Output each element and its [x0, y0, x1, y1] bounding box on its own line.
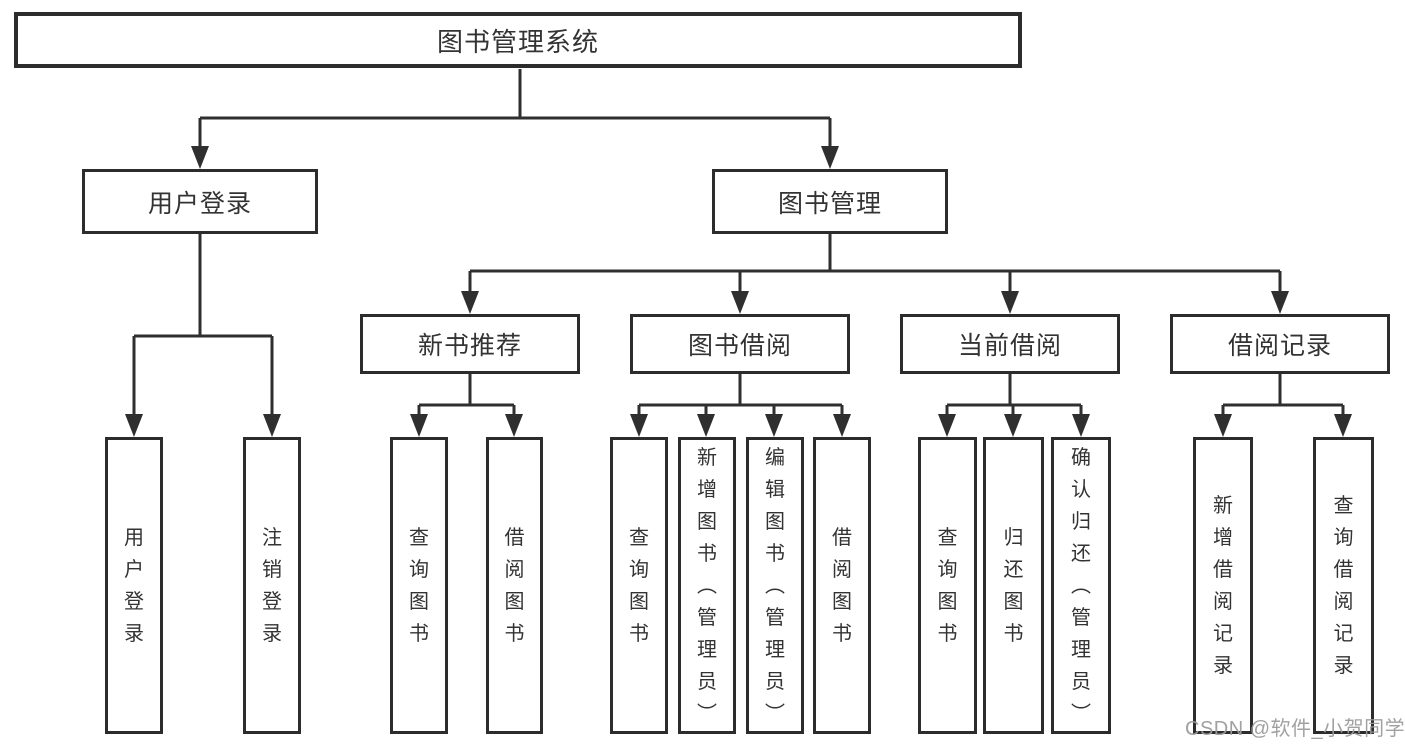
connector-book-borrow-branch: [630, 373, 851, 437]
arrowhead: [938, 414, 956, 437]
node-book-borrow: 图书借阅: [630, 314, 850, 374]
leaf-query-borrow-record: 查询借阅记录: [1313, 437, 1374, 734]
leaf-borrow-books-1: 借阅图书: [486, 437, 543, 734]
node-label: 注销登录: [262, 526, 282, 645]
arrowhead: [1072, 414, 1090, 437]
arrowhead: [1334, 414, 1352, 437]
leaf-query-books-1: 查询图书: [390, 437, 448, 734]
node-label: 归还图书: [1003, 526, 1024, 645]
node-label: 借阅图书: [832, 526, 852, 645]
arrowhead: [505, 414, 523, 437]
arrowhead: [821, 146, 839, 169]
node-label: 新书推荐: [417, 332, 522, 360]
node-label: 查询图书: [629, 526, 649, 645]
node-label: 查询借阅记录: [1333, 494, 1354, 677]
connector-root-to-level2: [191, 69, 839, 169]
arrowhead: [263, 414, 281, 437]
connector-user-login-branch: [125, 234, 281, 437]
leaf-user-login: 用户登录: [105, 437, 163, 734]
node-label: 借阅图书: [504, 526, 525, 645]
node-label: 借阅记录: [1227, 332, 1332, 360]
node-label: 当前借阅: [957, 332, 1062, 360]
arrowhead: [461, 291, 479, 314]
leaf-borrow-books-2: 借阅图书: [813, 437, 871, 734]
arrowhead: [731, 291, 749, 314]
node-label: 确认归还︵管理员︶: [1071, 446, 1091, 725]
leaf-add-book-admin: 新增图书︵管理员︶: [678, 437, 736, 734]
node-label: 新增图书︵管理员︶: [697, 446, 717, 725]
node-label: 图书管理: [777, 189, 882, 218]
arrowhead: [125, 414, 143, 437]
arrowhead: [833, 414, 851, 437]
node-label: 查询图书: [409, 526, 429, 645]
arrowhead: [765, 414, 783, 437]
node-label: 图书借阅: [687, 332, 792, 360]
arrowhead: [1004, 414, 1022, 437]
csdn-watermark: CSDN @软件_小贺同学: [1185, 718, 1405, 740]
connector-borrow-record-branch: [1214, 373, 1352, 437]
leaf-edit-book-admin: 编辑图书︵管理员︶: [746, 437, 804, 734]
arrowhead: [1271, 291, 1289, 314]
leaf-query-books-2: 查询图书: [610, 437, 668, 734]
arrowhead: [410, 414, 428, 437]
node-label: 新增借阅记录: [1213, 494, 1233, 677]
node-borrow-records: 借阅记录: [1170, 314, 1390, 374]
node-label: 用户登录: [147, 189, 252, 218]
node-label: 查询图书: [937, 526, 958, 645]
node-current-borrow: 当前借阅: [900, 314, 1120, 374]
connector-current-borrow-branch: [938, 373, 1090, 437]
arrowhead: [1214, 414, 1232, 437]
connector-book-management-branch: [461, 234, 1289, 314]
arrowhead: [630, 414, 648, 437]
node-root-system: 图书管理系统: [14, 12, 1022, 68]
arrowhead: [191, 146, 209, 169]
leaf-confirm-return-admin: 确认归还︵管理员︶: [1051, 437, 1111, 734]
arrowhead: [697, 414, 715, 437]
leaf-logout: 注销登录: [243, 437, 301, 734]
arrowhead: [1001, 291, 1019, 314]
node-user-login: 用户登录: [82, 169, 318, 234]
leaf-query-books-3: 查询图书: [918, 437, 977, 734]
node-new-book-recommend: 新书推荐: [360, 314, 580, 374]
leaf-add-borrow-record: 新增借阅记录: [1193, 437, 1253, 734]
node-label: 用户登录: [124, 526, 144, 645]
node-label: 图书管理系统: [436, 26, 599, 57]
node-book-management: 图书管理: [712, 169, 948, 234]
connector-new-book-branch: [410, 373, 523, 437]
node-label: 编辑图书︵管理员︶: [765, 446, 785, 725]
leaf-return-book: 归还图书: [983, 437, 1044, 734]
